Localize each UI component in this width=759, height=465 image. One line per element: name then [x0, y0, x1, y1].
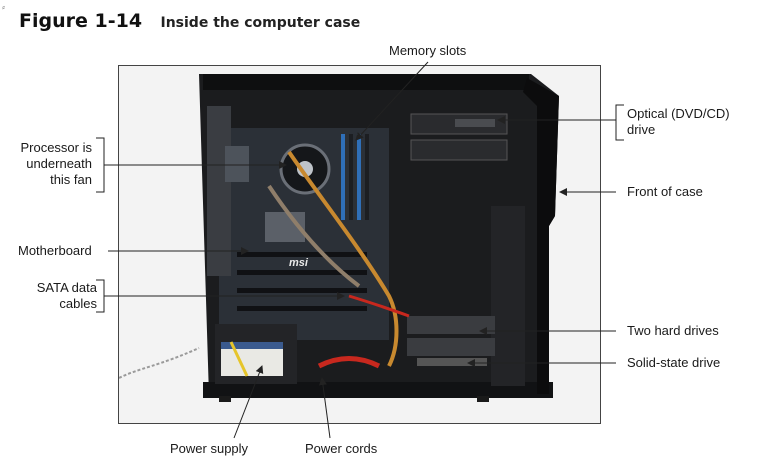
label-processor-line2: underneath: [26, 156, 92, 171]
case-foot-right: [477, 396, 489, 402]
bracket-sata: [96, 279, 105, 313]
power-supply-label-band: [221, 342, 283, 349]
gray-ribbon-cable: [267, 184, 361, 288]
label-memory-slots: Memory slots: [389, 43, 467, 58]
sata-cable: [348, 294, 410, 318]
expansion-cage: [491, 206, 525, 386]
label-sata-cables: SATA data cables: [10, 280, 97, 312]
label-optical-line1: Optical (DVD/CD): [627, 106, 730, 121]
case-foot-left: [219, 396, 231, 402]
page-corner-mark: ⸗: [2, 2, 5, 12]
computer-case-photo: msi: [118, 65, 601, 424]
figure-caption: Inside the computer case: [160, 15, 361, 31]
case-illustration: msi: [119, 74, 559, 402]
case-top-rail: [203, 74, 529, 90]
memory-slot-3: [357, 134, 361, 220]
memory-slot-2: [349, 134, 353, 220]
pci-slot-4: [237, 306, 367, 311]
label-power-supply: Power supply: [170, 441, 249, 456]
label-motherboard: Motherboard: [18, 243, 92, 258]
red-power-cords: [317, 356, 381, 369]
figure-title: Figure 1-14 Inside the computer case: [19, 10, 360, 32]
hard-drive-2: [407, 338, 495, 356]
label-power-cords: Power cords: [305, 441, 378, 456]
vrm-heatsink: [225, 146, 249, 182]
pci-slot-3: [237, 288, 367, 293]
optical-drive-bay-2: [410, 139, 508, 161]
bracket-optical: [615, 104, 624, 141]
label-processor-line3: this fan: [50, 172, 92, 187]
memory-slot-1: [341, 134, 345, 220]
optical-drive-tray: [455, 119, 495, 127]
cpu-fan-hub: [297, 161, 313, 177]
label-sata-line2: cables: [59, 296, 97, 311]
motherboard-brand-logo: msi: [289, 257, 309, 269]
solid-state-drive: [417, 358, 487, 366]
pci-slot-1: [237, 252, 367, 257]
label-processor-line1: Processor is: [20, 140, 92, 155]
orange-cable-bundle: [287, 150, 399, 367]
hard-drive-1: [407, 316, 495, 334]
front-bezel: [523, 78, 559, 394]
label-optical-line2: drive: [627, 122, 656, 137]
memory-slot-4: [365, 134, 369, 220]
power-cord-coil: [119, 347, 200, 379]
label-two-hard-drives: Two hard drives: [627, 323, 719, 338]
label-processor: Processor is underneath this fan: [10, 140, 92, 188]
pci-slot-2: [237, 270, 367, 275]
figure-number: Figure 1-14: [19, 10, 143, 32]
label-sata-line1: SATA data: [36, 280, 97, 295]
label-solid-state-drive: Solid-state drive: [627, 355, 721, 370]
label-front-of-case: Front of case: [627, 184, 703, 199]
bracket-processor: [96, 137, 105, 193]
label-optical-drive: Optical (DVD/CD) drive: [627, 106, 730, 138]
case-base-rail: [203, 382, 553, 398]
motherboard-io-shield: [207, 106, 231, 276]
